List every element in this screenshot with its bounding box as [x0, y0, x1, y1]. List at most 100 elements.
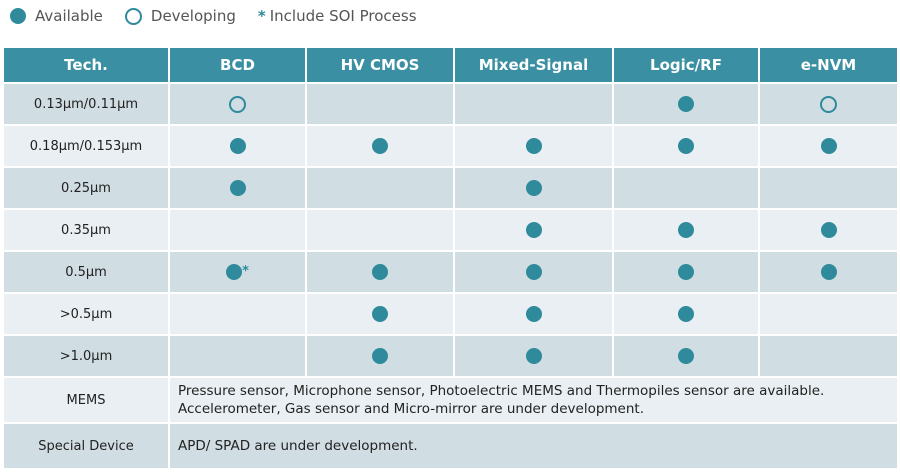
status-cell	[758, 208, 899, 252]
available-icon	[372, 138, 388, 154]
available-icon	[525, 222, 542, 238]
technology-table: Tech. BCD HV CMOS Mixed-Signal Logic/RF …	[2, 46, 899, 470]
status-cell	[168, 82, 307, 126]
status-cell	[305, 208, 455, 252]
soi-asterisk-icon: *	[242, 264, 249, 279]
available-icon	[525, 306, 542, 322]
legend-available-label: Available	[35, 7, 103, 25]
status-cell	[612, 334, 760, 378]
available-icon	[820, 138, 837, 154]
available-icon	[678, 306, 694, 322]
status-cell	[453, 334, 614, 378]
legend: Available Developing *Include SOI Proces…	[10, 7, 439, 25]
special-device-description: APD/ SPAD are under development.	[168, 422, 899, 470]
available-icon	[678, 96, 694, 112]
table-row: 0.18µm/0.153µm	[2, 124, 899, 168]
status-cell	[612, 250, 760, 294]
status-cell	[305, 124, 455, 168]
available-icon	[226, 264, 243, 280]
status-cell	[758, 292, 899, 336]
mems-row: MEMS Pressure sensor, Microphone sensor, …	[2, 376, 899, 424]
tech-cell: 0.35µm	[2, 208, 170, 252]
available-icon	[678, 264, 694, 280]
status-cell	[453, 166, 614, 210]
tech-cell: 0.5µm	[2, 250, 170, 294]
mems-description: Pressure sensor, Microphone sensor, Phot…	[168, 376, 899, 424]
status-cell: *	[168, 250, 307, 294]
available-icon	[678, 348, 694, 364]
status-cell	[453, 292, 614, 336]
available-icon	[678, 138, 694, 154]
status-cell	[168, 166, 307, 210]
table-row: 0.25µm	[2, 166, 899, 210]
tech-cell: 0.13µm/0.11µm	[2, 82, 170, 126]
legend-available: Available	[10, 7, 103, 25]
status-cell	[305, 292, 455, 336]
status-cell	[305, 250, 455, 294]
header-mixed-signal: Mixed-Signal	[453, 46, 614, 84]
status-cell	[758, 166, 899, 210]
header-tech: Tech.	[2, 46, 170, 84]
header-e-nvm: e-NVM	[758, 46, 899, 84]
table-row: 0.35µm	[2, 208, 899, 252]
status-cell	[453, 124, 614, 168]
status-cell	[612, 124, 760, 168]
developing-icon	[820, 95, 837, 113]
mems-line-1: Pressure sensor, Microphone sensor, Phot…	[178, 383, 825, 399]
status-cell	[612, 208, 760, 252]
available-icon	[525, 138, 542, 154]
table-row: >1.0µm	[2, 334, 899, 378]
table-row: >0.5µm	[2, 292, 899, 336]
status-cell	[612, 82, 760, 126]
available-icon	[229, 138, 246, 154]
status-cell	[168, 292, 307, 336]
tech-cell: >1.0µm	[2, 334, 170, 378]
available-icon	[372, 348, 388, 364]
status-cell	[758, 82, 899, 126]
mems-line-2: Accelerometer, Gas sensor and Micro-mirr…	[178, 401, 645, 417]
status-cell	[305, 82, 455, 126]
tech-cell: 0.25µm	[2, 166, 170, 210]
available-icon	[525, 180, 542, 196]
status-cell	[168, 208, 307, 252]
status-cell	[758, 334, 899, 378]
special-device-label: Special Device	[2, 422, 170, 470]
status-cell	[305, 334, 455, 378]
available-icon	[678, 222, 694, 238]
table-row: 0.5µm *	[2, 250, 899, 294]
legend-soi: *Include SOI Process	[258, 7, 417, 25]
available-icon	[525, 348, 542, 364]
hollow-circle-icon	[124, 7, 142, 25]
table-row: 0.13µm/0.11µm	[2, 82, 899, 126]
mems-label: MEMS	[2, 376, 170, 424]
status-cell	[453, 82, 614, 126]
available-icon	[372, 306, 388, 322]
available-icon	[820, 264, 837, 280]
tech-cell: >0.5µm	[2, 292, 170, 336]
status-cell	[453, 208, 614, 252]
legend-soi-label: Include SOI Process	[269, 7, 417, 25]
asterisk-icon: *	[257, 7, 266, 25]
header-bcd: BCD	[168, 46, 307, 84]
status-cell	[305, 166, 455, 210]
legend-developing: Developing	[124, 7, 236, 25]
header-row: Tech. BCD HV CMOS Mixed-Signal Logic/RF …	[2, 46, 899, 84]
header-logic-rf: Logic/RF	[612, 46, 760, 84]
available-icon	[525, 264, 542, 280]
status-cell	[453, 250, 614, 294]
header-hv-cmos: HV CMOS	[305, 46, 455, 84]
available-icon	[372, 264, 388, 280]
status-cell	[758, 250, 899, 294]
legend-developing-label: Developing	[150, 7, 236, 25]
status-cell	[168, 124, 307, 168]
developing-icon	[229, 95, 246, 113]
status-cell	[168, 334, 307, 378]
available-icon	[820, 222, 837, 238]
status-cell	[612, 166, 760, 210]
tech-cell: 0.18µm/0.153µm	[2, 124, 170, 168]
filled-circle-icon	[10, 8, 26, 24]
status-cell	[612, 292, 760, 336]
available-icon	[229, 180, 246, 196]
status-cell	[758, 124, 899, 168]
